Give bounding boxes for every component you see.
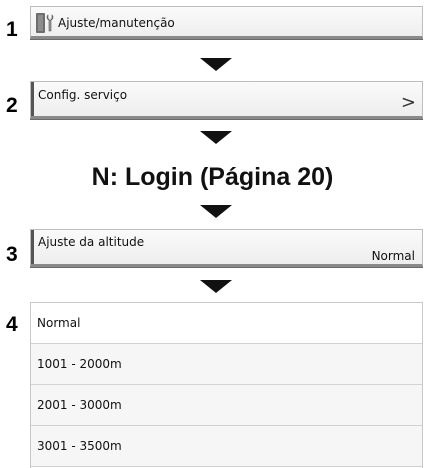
- maintenance-label: Ajuste/manutenção: [58, 16, 175, 30]
- step-number-3: 3: [6, 243, 18, 266]
- altitude-label: Ajuste da altitude: [38, 235, 145, 249]
- altitude-adjust-button[interactable]: Ajuste da altitude Normal: [30, 229, 423, 267]
- service-settings-button[interactable]: Config. serviço >: [30, 81, 423, 119]
- altitude-value: Normal: [371, 249, 415, 263]
- down-arrow-4: [200, 280, 232, 293]
- down-arrow-2: [200, 131, 232, 144]
- down-arrow-3: [200, 205, 232, 218]
- chevron-right-icon: >: [400, 92, 416, 113]
- step-number-4: 4: [6, 313, 18, 336]
- altitude-options-list: Normal 1001 - 2000m 2001 - 3000m 3001 - …: [30, 302, 423, 468]
- step-number-1: 1: [6, 18, 18, 41]
- step-number-2: 2: [6, 94, 18, 117]
- altitude-option-normal[interactable]: Normal: [31, 303, 422, 344]
- service-settings-label: Config. serviço: [38, 88, 128, 102]
- wrench-icon: [35, 12, 55, 37]
- altitude-option-1001-2000[interactable]: 1001 - 2000m: [31, 344, 422, 385]
- login-heading: N: Login (Página 20): [91, 163, 334, 191]
- altitude-option-3001-3500[interactable]: 3001 - 3500m: [31, 426, 422, 467]
- maintenance-menu-button[interactable]: Ajuste/manutenção: [30, 6, 423, 39]
- down-arrow-1: [200, 58, 232, 71]
- altitude-option-2001-3000[interactable]: 2001 - 3000m: [31, 385, 422, 426]
